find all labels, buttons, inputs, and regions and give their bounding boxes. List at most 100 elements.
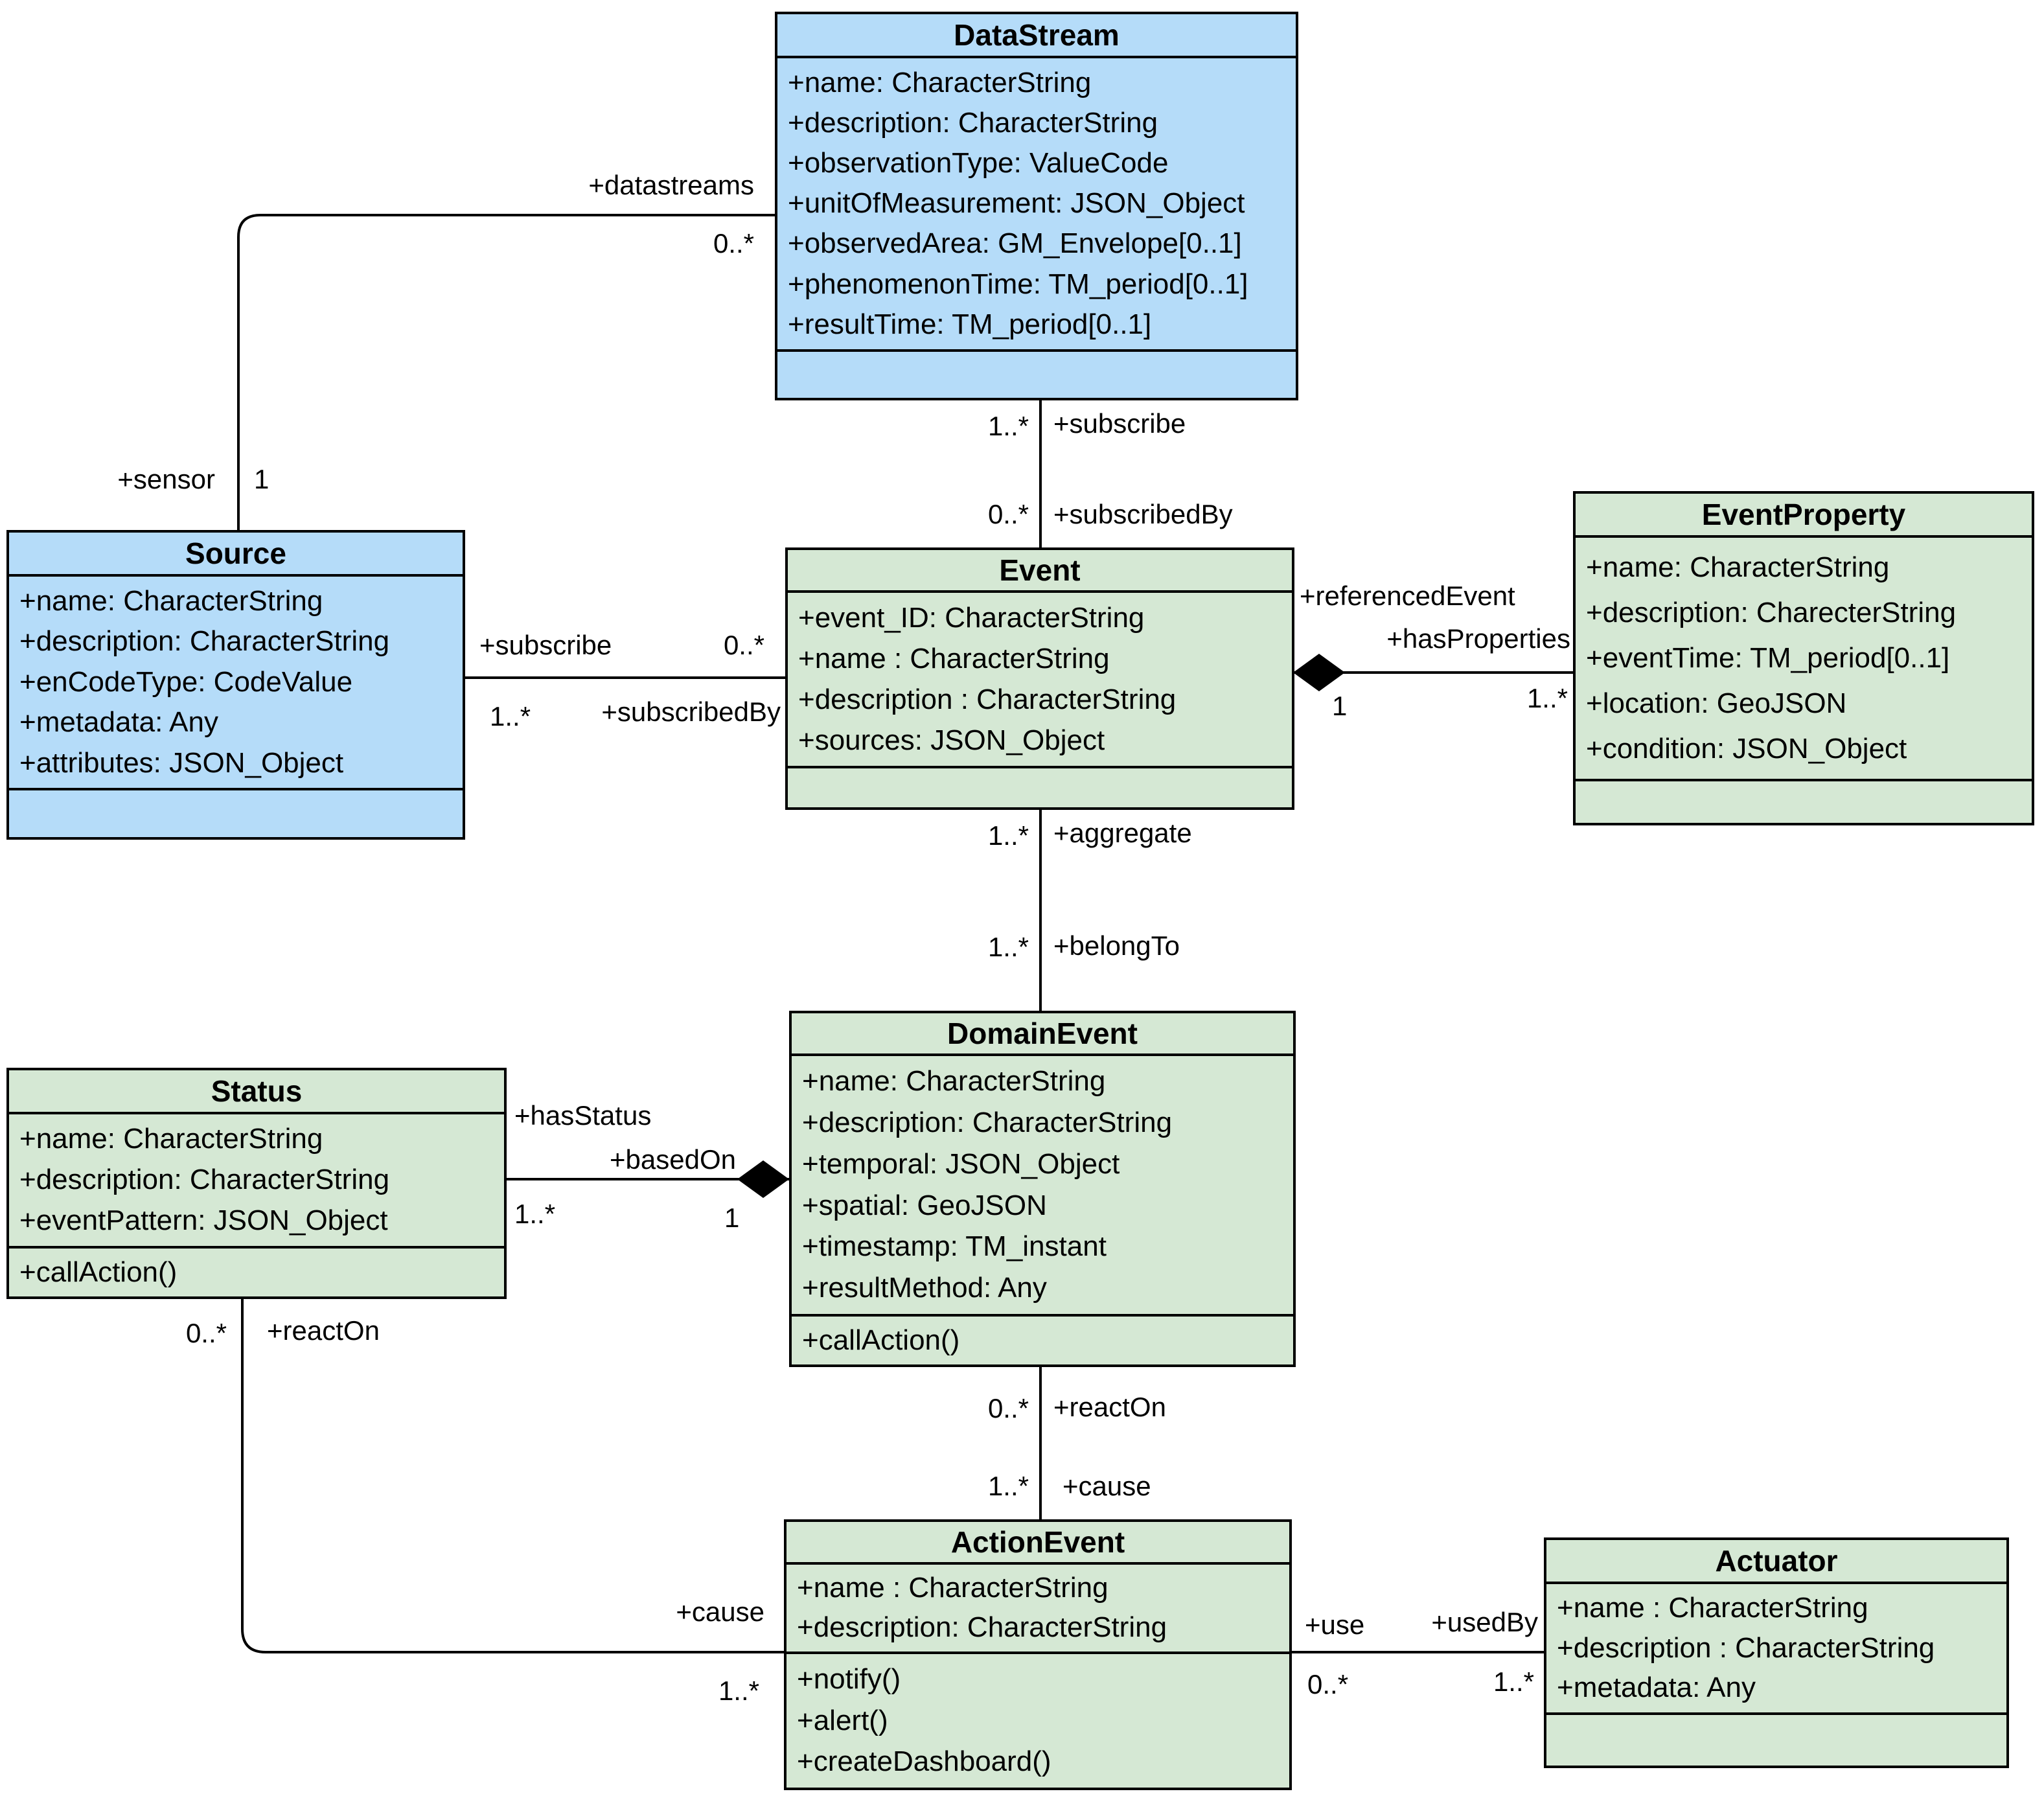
- class-attribute: +timestamp: TM_instant: [802, 1230, 1107, 1263]
- class-attribute: +condition: JSON_Object: [1586, 732, 1907, 765]
- class-attribute: +name: CharacterString: [788, 66, 1092, 98]
- class-attribute: +description: CharacterString: [802, 1107, 1173, 1139]
- class-title-datastream: DataStream: [777, 14, 1296, 58]
- composition-diamond-status-domainevent: [737, 1160, 789, 1198]
- class-attribute: +unitOfMeasurement: JSON_Object: [788, 187, 1245, 220]
- class-status: Status +name: CharacterString +description…: [6, 1068, 507, 1299]
- multiplicity-label-event-domainevent: 1..*: [987, 820, 1029, 851]
- class-attribute: +description: CharacterString: [19, 625, 390, 658]
- class-operations-eventproperty: [1576, 779, 2032, 823]
- class-attributes-status: +name: CharacterString +description: Char…: [9, 1114, 504, 1246]
- multiplicity-label-source-datastream: 0..*: [713, 228, 754, 259]
- class-attribute: +phenomenonTime: TM_period[0..1]: [788, 268, 1248, 300]
- class-attribute: +name: CharacterString: [802, 1065, 1106, 1098]
- multiplicity-label-actionevent-actuator: 0..*: [1307, 1669, 1349, 1699]
- multiplicity-label-source-datastream: 1: [254, 464, 270, 494]
- class-operations-domainevent: +callAction(): [792, 1314, 1293, 1364]
- class-attribute: +description : CharacterString: [1557, 1631, 1935, 1664]
- multiplicity-label-source-event: 1..*: [490, 701, 531, 731]
- class-attribute: +name: CharacterString: [19, 1123, 323, 1155]
- class-attributes-actuator: +name : CharacterString+description : Ch…: [1546, 1584, 2006, 1712]
- role-label-event-eventproperty: +referencedEvent: [1300, 581, 1515, 611]
- class-attribute: +event_ID: CharacterString: [798, 601, 1145, 634]
- class-attributes-actionevent: +name : CharacterString +description: Cha…: [787, 1565, 1289, 1652]
- role-label-datastream-event: +subscribe: [1053, 408, 1186, 439]
- multiplicity-label-domainevent-actionevent: 0..*: [987, 1393, 1029, 1423]
- role-label-event-domainevent: +aggregate: [1053, 818, 1192, 848]
- edge-source-datastream: [237, 214, 775, 530]
- class-operations-datastream: [777, 349, 1296, 398]
- class-event: Event+event_ID: CharacterString+name : C…: [785, 547, 1294, 810]
- class-title-status: Status: [9, 1070, 504, 1114]
- class-title-eventproperty: EventProperty: [1576, 494, 2032, 538]
- class-operations-source: [9, 788, 463, 837]
- class-attributes-source: +name: CharacterString +description: Char…: [9, 577, 463, 788]
- class-attributes-eventproperty: +name: CharacterString +description: Char…: [1576, 538, 2032, 779]
- class-operation: +notify(): [797, 1663, 901, 1696]
- class-attribute: +description: CharacterString: [19, 1164, 390, 1196]
- class-attribute: +description: CharacterString: [788, 106, 1158, 139]
- class-actuator: Actuator+name : CharacterString+descript…: [1544, 1537, 2009, 1768]
- class-title-source: Source: [9, 533, 463, 577]
- class-attributes-event: +event_ID: CharacterString +name : Charac…: [788, 593, 1292, 766]
- class-attribute: +sources: JSON_Object: [798, 724, 1105, 756]
- class-attributes-domainevent: +name: CharacterString +description: Char…: [792, 1056, 1293, 1314]
- role-label-actionevent-actuator: +use: [1305, 1609, 1365, 1640]
- class-attribute: +name : CharacterString: [798, 642, 1110, 674]
- class-operation: +callAction(): [802, 1324, 960, 1356]
- class-attribute: +description: CharacterString: [797, 1611, 1167, 1644]
- class-datastream: DataStream +name: CharacterString +descrip…: [775, 12, 1298, 400]
- class-operations-event: [788, 766, 1292, 807]
- role-label-event-eventproperty: +hasProperties: [1386, 623, 1570, 654]
- role-label-datastream-event: +subscribedBy: [1053, 499, 1233, 529]
- class-attribute: +description: CharecterString: [1586, 596, 1957, 628]
- role-label-status-actionevent: +cause: [676, 1596, 764, 1627]
- class-attribute: +resultMethod: Any: [802, 1272, 1047, 1304]
- multiplicity-label-datastream-event: 0..*: [987, 499, 1029, 529]
- role-label-domainevent-actionevent: +cause: [1062, 1471, 1151, 1501]
- role-label-source-event: +subscribe: [479, 630, 612, 660]
- class-title-actuator: Actuator: [1546, 1540, 2006, 1584]
- edge-status-actionevent: [241, 1299, 784, 1653]
- multiplicity-label-domainevent-actionevent: 1..*: [987, 1471, 1029, 1501]
- class-attribute: +eventPattern: JSON_Object: [19, 1204, 388, 1237]
- class-attribute: +name : CharacterString: [797, 1572, 1108, 1604]
- role-label-domainevent-actionevent: +reactOn: [1053, 1392, 1166, 1422]
- class-operations-actuator: [1546, 1712, 2006, 1766]
- multiplicity-label-actionevent-actuator: 1..*: [1493, 1666, 1534, 1697]
- class-attribute: +description : CharacterString: [798, 683, 1177, 715]
- role-label-status-domainevent: +hasStatus: [514, 1100, 652, 1131]
- class-operation: +callAction(): [19, 1256, 178, 1288]
- class-operations-status: +callAction(): [9, 1246, 504, 1296]
- multiplicity-label-datastream-event: 1..*: [987, 411, 1029, 441]
- class-attribute: +observedArea: GM_Envelope[0..1]: [788, 227, 1242, 260]
- multiplicity-label-event-eventproperty: 1: [1332, 691, 1348, 721]
- class-operations-actionevent: +notify()+alert()+createDashboard(): [787, 1652, 1289, 1788]
- class-attribute: +name: CharacterString: [19, 585, 323, 617]
- multiplicity-label-event-eventproperty: 1..*: [1526, 683, 1568, 713]
- composition-diamond-event-eventproperty: [1293, 654, 1345, 691]
- multiplicity-label-status-domainevent: 1..*: [514, 1199, 556, 1229]
- multiplicity-label-event-domainevent: 1..*: [987, 932, 1029, 962]
- role-label-status-actionevent: +reactOn: [267, 1315, 380, 1346]
- class-attribute: +location: GeoJSON: [1586, 687, 1847, 719]
- role-label-actionevent-actuator: +usedBy: [1431, 1607, 1538, 1637]
- class-attribute: +spatial: GeoJSON: [802, 1189, 1047, 1221]
- class-attribute: +metadata: Any: [19, 706, 218, 739]
- class-attributes-datastream: +name: CharacterString +description: Char…: [777, 58, 1296, 349]
- class-title-actionevent: ActionEvent: [787, 1522, 1289, 1565]
- class-eventproperty: EventProperty +name: CharacterString +desc…: [1573, 491, 2034, 825]
- class-attribute: +observationType: ValueCode: [788, 147, 1169, 179]
- class-attribute: +name: CharacterString: [1586, 551, 1890, 583]
- class-attribute: +temporal: JSON_Object: [802, 1147, 1120, 1180]
- role-label-source-event: +subscribedBy: [601, 696, 781, 727]
- class-source: Source +name: CharacterString +description…: [6, 530, 465, 840]
- multiplicity-label-status-domainevent: 1: [724, 1203, 740, 1233]
- class-attribute: +enCodeType: CodeValue: [19, 665, 353, 698]
- class-attribute: +eventTime: TM_period[0..1]: [1586, 641, 1950, 674]
- multiplicity-label-status-actionevent: 1..*: [718, 1675, 759, 1706]
- role-label-event-domainevent: +belongTo: [1053, 930, 1180, 961]
- role-label-status-domainevent: +basedOn: [610, 1144, 736, 1175]
